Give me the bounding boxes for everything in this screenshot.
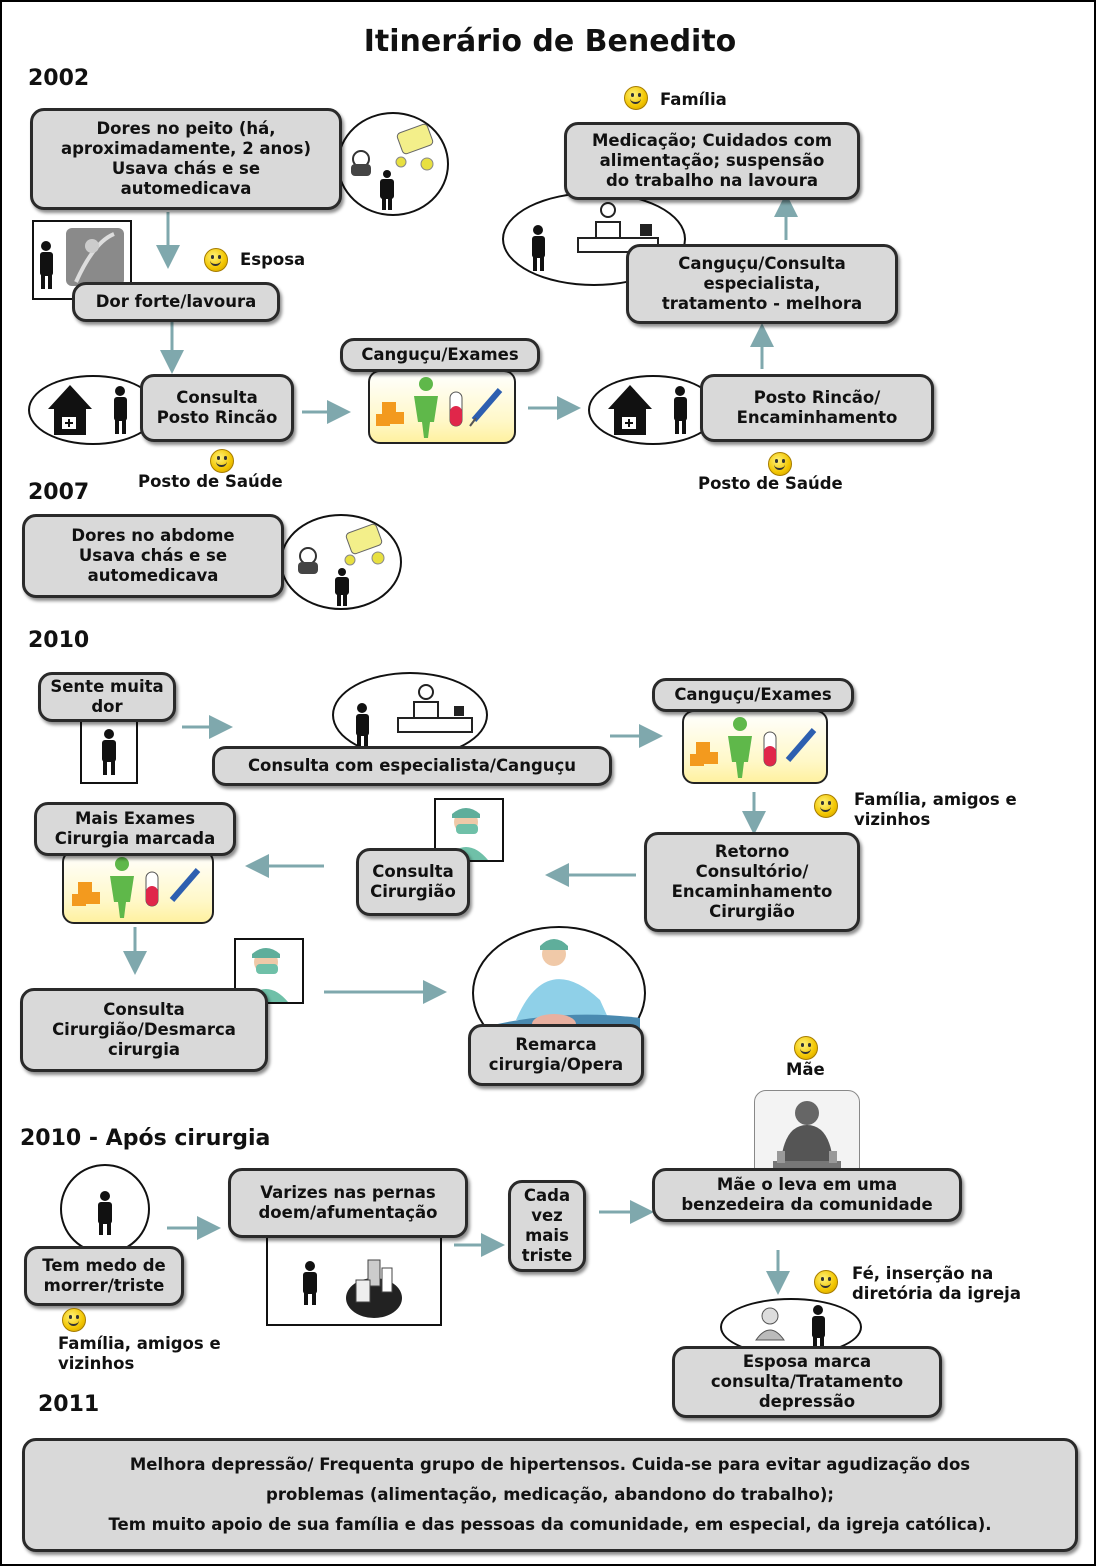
smiley-icon (814, 794, 838, 818)
year-2007: 2007 (28, 480, 90, 505)
person-circle (60, 1164, 150, 1254)
label-posto-saude-1: Posto de Saúde (138, 472, 283, 491)
year-2010: 2010 (28, 628, 90, 653)
label-familia: Família (660, 90, 727, 109)
box-remarca-cirurgia: Remarca cirurgia/Opera (468, 1024, 644, 1086)
leg-treatment-picture (266, 1234, 442, 1326)
smiley-icon (794, 1036, 818, 1060)
year-2010-after-surgery: 2010 - Após cirurgia (20, 1126, 271, 1151)
health-post-circle (588, 375, 718, 445)
exams-icon (72, 857, 201, 918)
box-sente-dor: Sente muita dor (38, 672, 176, 722)
exams-picture (682, 710, 828, 784)
year-2002: 2002 (28, 66, 90, 91)
label-familia-amigos-1: Família, amigos e vizinhos (854, 790, 1017, 829)
person-icon (98, 1191, 112, 1235)
box-consulta-especialista-2010: Consulta com especialista/Canguçu (212, 746, 612, 786)
box-dores-abdome: Dores no abdome Usava chás e se automedi… (22, 514, 284, 598)
doctor-office-icon (356, 684, 473, 747)
smiley-icon (210, 449, 234, 473)
box-medicacao: Medicação; Cuidados com alimentação; sus… (564, 122, 860, 200)
label-posto-saude-2: Posto de Saúde (698, 474, 843, 493)
label-fe-igreja: Fé, inserção na diretória da igreja (852, 1264, 1021, 1303)
tea-pills-person-icon (298, 523, 385, 606)
couple-icon (755, 1305, 825, 1349)
box-posto-encaminhamento: Posto Rincão/ Encaminhamento (700, 374, 934, 442)
smiley-icon (768, 452, 792, 476)
health-post-icon (48, 385, 127, 435)
box-tratamento-depressao: Esposa marca consulta/Tratamento depress… (672, 1346, 942, 1418)
smiley-icon (814, 1270, 838, 1294)
box-dores-peito: Dores no peito (há, aproximadamente, 2 a… (30, 108, 342, 210)
doctor-office-circle (502, 192, 686, 286)
farmer-icon (40, 228, 124, 289)
box-consulta-especialista: Canguçu/Consulta especialista, tratament… (626, 244, 898, 324)
box-medo-morrer: Tem medo de morrer/triste (24, 1246, 184, 1306)
box-melhora-depressao: Melhora depressão/ Frequenta grupo de hi… (22, 1438, 1078, 1552)
health-post-circle (28, 375, 158, 445)
label-mae: Mãe (786, 1060, 825, 1079)
exams-picture (368, 370, 516, 444)
smiley-icon (624, 86, 648, 110)
box-cada-vez-mais-triste: Cada vez mais triste (508, 1180, 586, 1272)
exams-icon (376, 377, 503, 438)
tea-pills-person-icon (351, 123, 434, 210)
box-mae-benzedeira: Mãe o leva em uma benzedeira da comunida… (652, 1168, 962, 1222)
box-dor-forte: Dor forte/lavoura (72, 282, 280, 322)
smiley-icon (204, 248, 228, 272)
box-consulta-desmarca: Consulta Cirurgião/Desmarca cirurgia (20, 988, 268, 1072)
tea-and-pills-circle (280, 514, 402, 610)
leg-treatment-icon (303, 1259, 402, 1318)
label-familia-amigos-2: Família, amigos e vizinhos (58, 1334, 221, 1373)
year-2011: 2011 (38, 1392, 100, 1417)
tea-and-pills-circle (337, 112, 449, 216)
label-esposa: Esposa (240, 250, 306, 269)
box-cangucu-exames: Canguçu/Exames (340, 338, 540, 372)
exams-picture (62, 850, 214, 924)
box-varizes: Varizes nas pernas doem/afumentação (228, 1168, 468, 1238)
health-post-icon (608, 385, 687, 435)
box-consulta-cirurgiao: Consulta Cirurgião (356, 848, 470, 916)
smiley-icon (62, 1308, 86, 1332)
box-mais-exames: Mais Exames Cirurgia marcada (34, 802, 236, 856)
box-retorno-consultorio: Retorno Consultório/ Encaminhamento Ciru… (644, 832, 860, 932)
exams-icon (690, 717, 817, 778)
box-cangucu-exames-2010: Canguçu/Exames (652, 678, 854, 712)
person-icon (102, 729, 116, 775)
box-consulta-posto: Consulta Posto Rincão (140, 374, 294, 442)
diagram-title: Itinerário de Benedito (363, 24, 737, 59)
